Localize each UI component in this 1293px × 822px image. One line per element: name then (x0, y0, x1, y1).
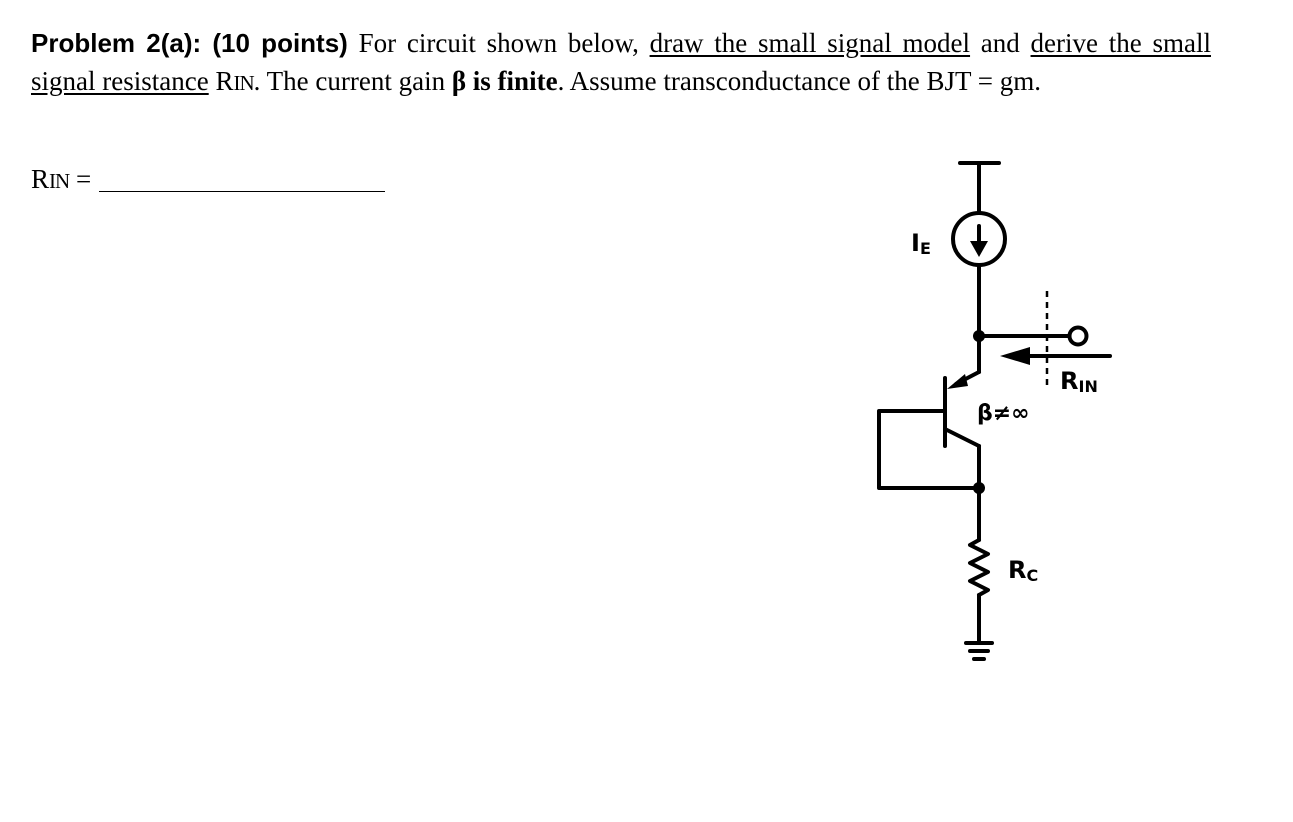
beta-finite-note: β is finite (451, 66, 558, 96)
current-source-arrowhead (970, 241, 988, 257)
rin-answer-equals: = (69, 164, 92, 194)
rin-answer-label-sub: IN (49, 169, 70, 193)
problem-text-3: R (208, 66, 234, 96)
beta-label: β≠∞ (977, 401, 1030, 426)
rin-answer-line: RIN = (31, 160, 386, 200)
answer-blank[interactable] (99, 190, 386, 192)
problem-text-4: . The current gain (253, 66, 452, 96)
collector-lead (943, 427, 981, 448)
rin-answer-label: R (31, 164, 50, 194)
rc-label: RC (1008, 556, 1038, 585)
input-terminal (1067, 325, 1089, 347)
emitter-node-dot (973, 330, 985, 342)
problem-text-1: For circuit shown below, (347, 28, 650, 58)
task-derive-resistance: derive the small signal resistance (31, 28, 1211, 96)
problem-heading: Problem 2(a): (10 points) (31, 28, 348, 58)
emitter-arrowhead (947, 374, 968, 389)
rin-port-label: RIN (1060, 367, 1098, 396)
rc-resistor-symbol (968, 538, 990, 597)
task-draw-model: draw the small signal model (649, 28, 971, 58)
problem-text-2: and (970, 28, 1031, 58)
problem-statement: Problem 2(a): (10 points) For circuit sh… (31, 24, 1211, 102)
base-collector-short (877, 409, 981, 490)
ie-label: IE (911, 229, 931, 258)
circuit-diagram: IE RIN β≠∞ RC (877, 161, 1112, 661)
problem-text-5: . Assume transconductance of the BJT = g… (557, 66, 1041, 96)
rin-arrowhead (1000, 347, 1030, 365)
collector-node-dot (973, 482, 985, 494)
problem-text-3-sub: IN (233, 71, 254, 95)
